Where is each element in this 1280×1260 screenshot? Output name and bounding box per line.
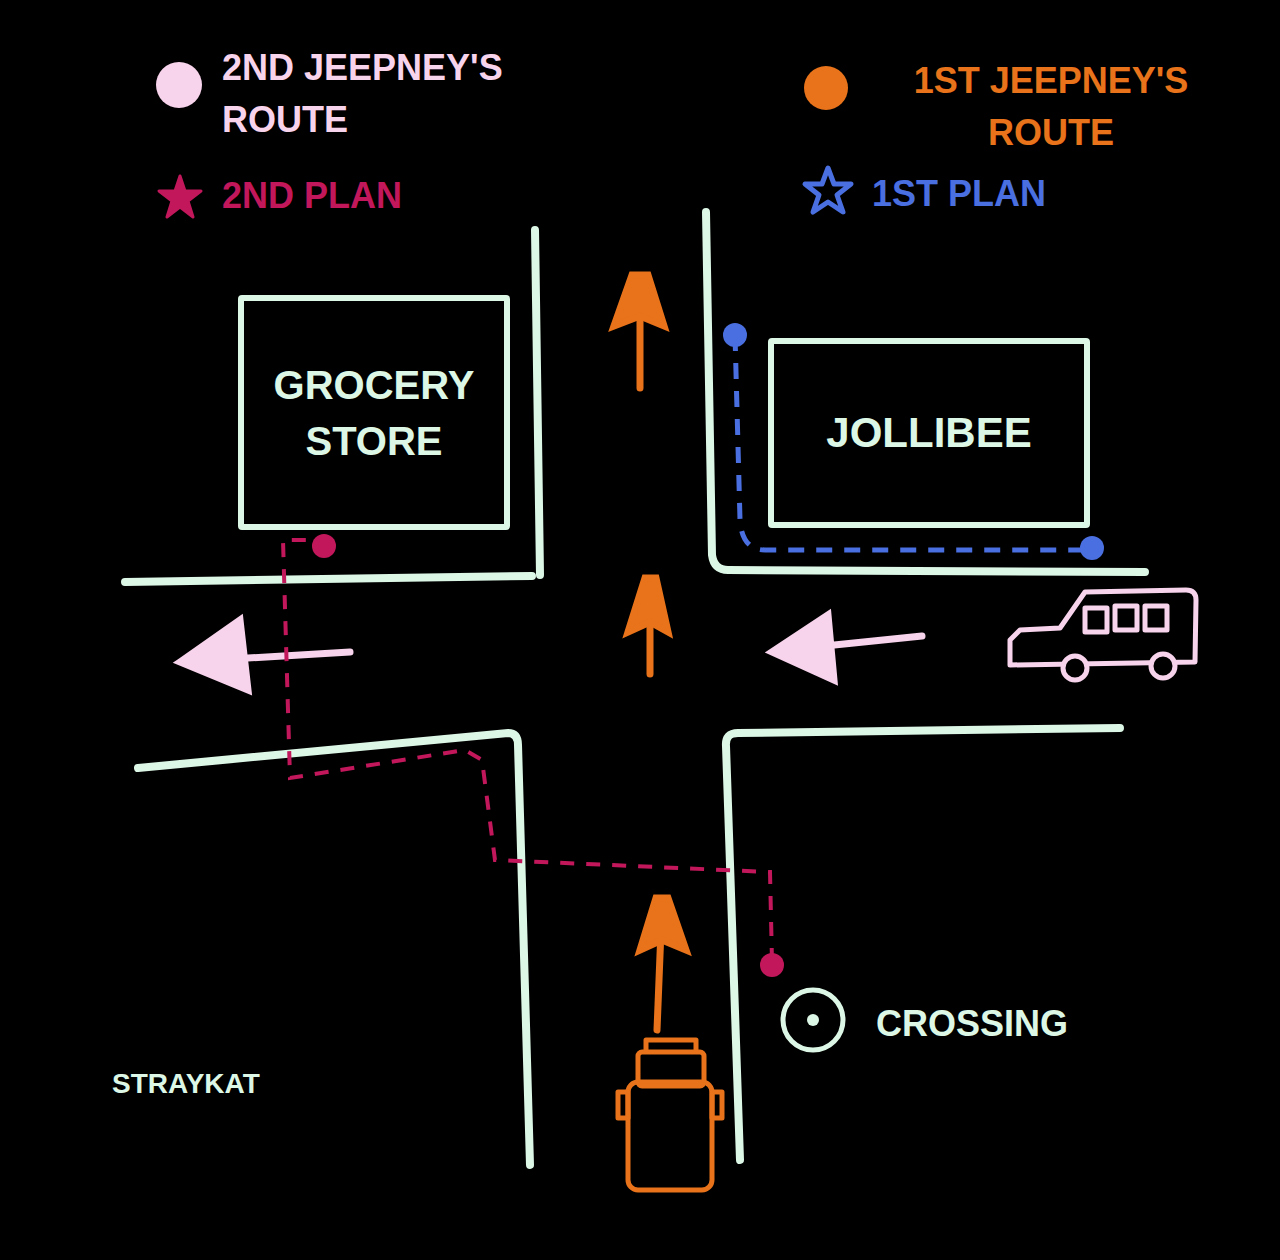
crossing-symbol-dot xyxy=(807,1014,819,1026)
arrow-head xyxy=(772,615,834,680)
jeepney-front xyxy=(638,1052,704,1086)
building-box: GROCERY STORE xyxy=(238,295,510,530)
jeepney-window xyxy=(1115,606,1137,630)
plan-point xyxy=(312,534,336,558)
second-jeepney xyxy=(1010,590,1196,680)
first-plan-star xyxy=(805,168,851,212)
legend-label: 2ND JEEPNEY'S ROUTE xyxy=(222,42,602,146)
legend-swatch xyxy=(156,62,202,108)
second-jeepney-arrows xyxy=(180,615,922,690)
first-plan-path xyxy=(735,335,1092,550)
jeepney-mirror xyxy=(618,1092,628,1118)
arrow-head xyxy=(628,578,668,632)
road-edge xyxy=(706,212,1145,572)
second-plan-path xyxy=(283,540,772,962)
first-jeepney xyxy=(618,1040,722,1190)
first-jeepney-arrows xyxy=(614,275,686,1030)
road-edge xyxy=(535,230,540,575)
plan-point xyxy=(723,323,747,347)
road-edge xyxy=(726,728,1120,1160)
jeepney-mirror xyxy=(712,1092,722,1118)
building-box: JOLLIBEE xyxy=(768,338,1090,528)
watermark: STRAYKAT xyxy=(112,1068,260,1100)
arrow-head xyxy=(640,898,686,950)
plan-point xyxy=(1080,536,1104,560)
building-name: JOLLIBEE xyxy=(826,404,1031,463)
jeepney-wheel xyxy=(1063,656,1087,680)
legend-label: 1ST JEEPNEY'S ROUTE xyxy=(866,55,1236,159)
jeepney-wheel xyxy=(1151,654,1175,678)
arrow-head xyxy=(180,620,248,690)
legend-label: 2ND PLAN xyxy=(222,170,522,222)
second-plan-star xyxy=(159,176,201,217)
jeepney-window xyxy=(1145,606,1167,630)
jeepney-hood xyxy=(646,1040,696,1052)
crossing-symbol xyxy=(783,990,843,1050)
legend-label: CROSSING xyxy=(876,998,1176,1050)
road-edge xyxy=(138,733,530,1165)
plan-point xyxy=(760,953,784,977)
legend-swatch xyxy=(804,66,848,110)
jeepney-body xyxy=(628,1082,712,1190)
arrow-head xyxy=(614,275,664,326)
jeepney-window xyxy=(1085,608,1107,632)
legend-label: 1ST PLAN xyxy=(872,168,1192,220)
building-name: GROCERY STORE xyxy=(259,357,489,469)
road-edge xyxy=(125,576,532,582)
